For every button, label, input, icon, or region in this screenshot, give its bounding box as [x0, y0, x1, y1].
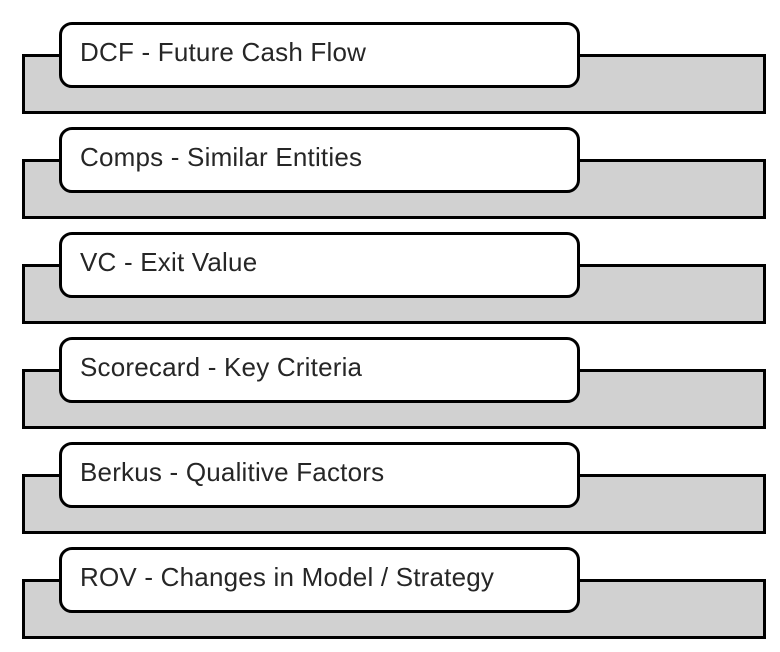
- method-box-berkus: Berkus - Qualitive Factors: [59, 442, 580, 508]
- method-box-scorecard: Scorecard - Key Criteria: [59, 337, 580, 403]
- method-box-dcf: DCF - Future Cash Flow: [59, 22, 580, 88]
- method-row-berkus: Berkus - Qualitive Factors: [0, 442, 780, 547]
- method-label: Comps - Similar Entities: [80, 142, 363, 173]
- method-label: VC - Exit Value: [80, 247, 258, 278]
- method-label: DCF - Future Cash Flow: [80, 37, 367, 68]
- method-row-vc: VC - Exit Value: [0, 232, 780, 337]
- method-label: Scorecard - Key Criteria: [80, 352, 363, 383]
- method-row-comps: Comps - Similar Entities: [0, 127, 780, 232]
- method-row-rov: ROV - Changes in Model / Strategy: [0, 547, 780, 652]
- method-row-scorecard: Scorecard - Key Criteria: [0, 337, 780, 442]
- method-label: Berkus - Qualitive Factors: [80, 457, 385, 488]
- method-box-vc: VC - Exit Value: [59, 232, 580, 298]
- method-box-rov: ROV - Changes in Model / Strategy: [59, 547, 580, 613]
- method-row-dcf: DCF - Future Cash Flow: [0, 22, 780, 127]
- method-label: ROV - Changes in Model / Strategy: [80, 562, 495, 593]
- method-box-comps: Comps - Similar Entities: [59, 127, 580, 193]
